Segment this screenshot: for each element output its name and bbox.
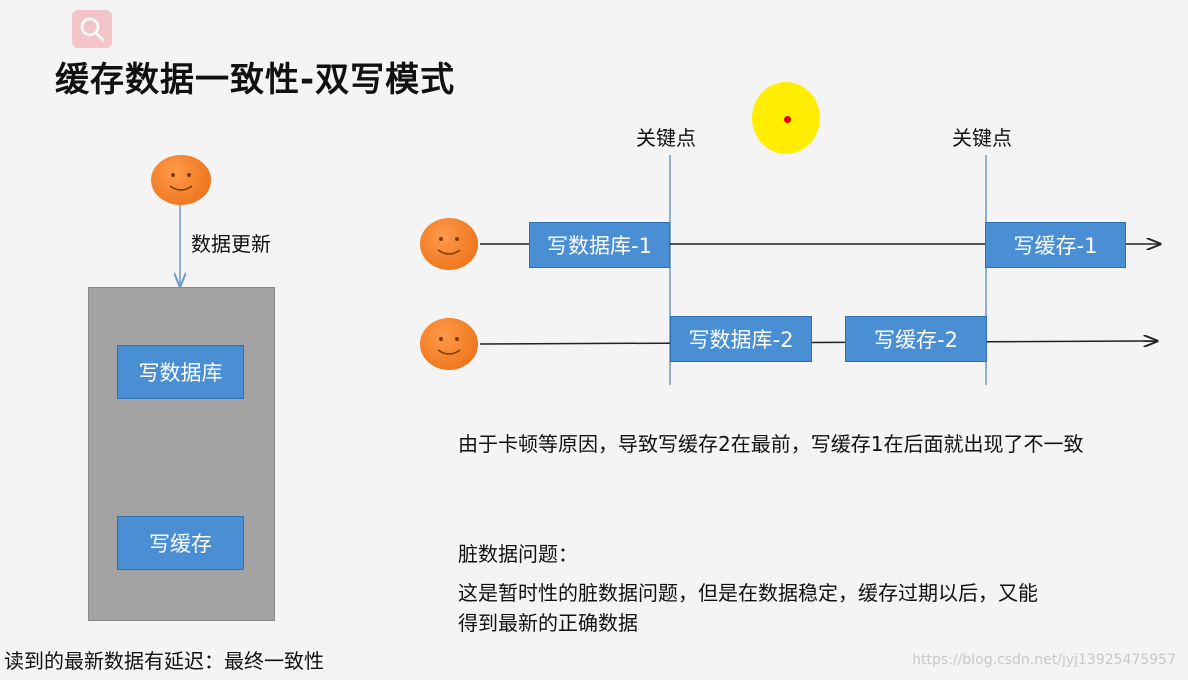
dirty-data-line-2: 得到最新的正确数据: [458, 611, 638, 635]
thread-2-face-icon: [420, 318, 478, 370]
write-cache-box: 写缓存: [117, 516, 244, 570]
keypoint-label-1: 关键点: [636, 126, 696, 150]
thread-2-write-cache-box: 写缓存-2: [845, 316, 987, 362]
thread-2-write-db-box: 写数据库-2: [670, 316, 812, 362]
page-title: 缓存数据一致性-双写模式: [55, 60, 456, 100]
thread-2-line: [479, 341, 1157, 344]
thread-1-write-cache-box: 写缓存-1: [985, 222, 1126, 268]
thread-1-face-icon: [420, 218, 478, 270]
explanation-text: 由于卡顿等原因，导致写缓存2在最前，写缓存1在后面就出现了不一致: [458, 432, 1084, 456]
dirty-data-heading: 脏数据问题：: [458, 542, 578, 566]
search-icon: [80, 17, 105, 42]
watermark: https://blog.csdn.net/jyj13925475957: [912, 652, 1176, 668]
sun-center-dot: [784, 116, 791, 123]
bottom-note: 读到的最新数据有延迟：最终一致性: [4, 649, 324, 673]
keypoint-label-2: 关键点: [952, 126, 1012, 150]
user-face-icon: [151, 155, 211, 205]
thread-1-write-db-box: 写数据库-1: [529, 222, 670, 268]
update-label: 数据更新: [191, 232, 271, 256]
write-db-box: 写数据库: [117, 345, 244, 399]
dirty-data-line-1: 这是暂时性的脏数据问题，但是在数据稳定，缓存过期以后，又能: [458, 581, 1038, 605]
server-block: [88, 287, 275, 621]
search-button[interactable]: [72, 10, 112, 48]
